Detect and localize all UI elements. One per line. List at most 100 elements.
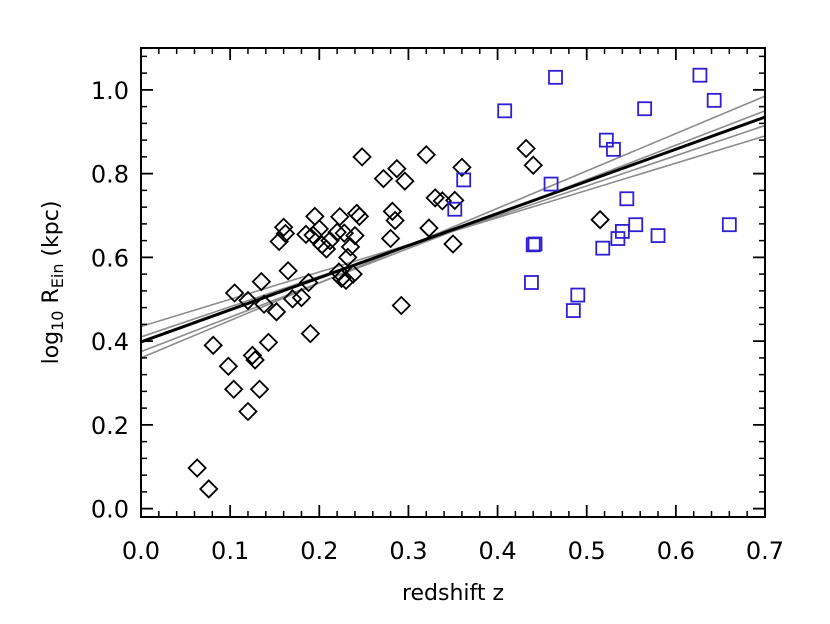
diamond-point xyxy=(343,264,363,284)
diamond-point xyxy=(320,230,340,251)
square-point xyxy=(570,287,586,303)
diamond-point xyxy=(443,234,463,254)
diamond-point xyxy=(296,224,316,245)
y-label-log: log xyxy=(39,331,64,365)
axes: 0.0 0.1 0.2 0.3 0.4 0.5 0.6 0.7 0.0 0.2 0.4 0.6 0.8 1… xyxy=(91,47,784,565)
square-point xyxy=(456,172,472,188)
x-tick-label: 0.2 xyxy=(300,537,338,565)
diamond-point xyxy=(258,332,279,353)
x-axis-label: redshift z xyxy=(402,581,504,606)
diamond-point xyxy=(300,323,321,344)
diamond-point xyxy=(349,206,370,227)
square-point xyxy=(692,67,708,83)
square-point xyxy=(637,101,653,117)
diamond-point xyxy=(282,289,303,309)
diamond-point xyxy=(416,145,437,165)
x-tick-label: 0.3 xyxy=(389,537,427,565)
square-point xyxy=(447,201,463,217)
diamond-point xyxy=(198,479,219,499)
square-point xyxy=(524,275,539,290)
diamond-point xyxy=(336,270,356,291)
x-tick-label: 0.7 xyxy=(746,537,784,565)
x-tick-label: 0.4 xyxy=(478,537,516,565)
square-point xyxy=(606,141,621,157)
diamond-point xyxy=(203,335,223,356)
diamond-point xyxy=(380,228,401,249)
data-points xyxy=(187,67,737,499)
alt-fit-line xyxy=(140,95,766,359)
square-point xyxy=(721,217,737,233)
diamond-point xyxy=(242,345,263,366)
diamond-point xyxy=(523,155,544,176)
y-tick-label: 0.4 xyxy=(91,328,129,356)
square-point xyxy=(548,69,563,85)
diamond-point xyxy=(249,379,270,400)
y-tick-label: 0.0 xyxy=(91,496,129,524)
y-tick-label: 0.6 xyxy=(91,244,129,272)
diamond-point xyxy=(395,171,415,191)
diamond-point xyxy=(218,356,239,377)
fit-lines xyxy=(140,95,766,359)
diamond-point xyxy=(452,157,472,178)
diamond-point xyxy=(269,231,289,252)
diamond-point xyxy=(346,203,367,224)
plot-frame xyxy=(140,47,766,518)
diamond-point xyxy=(245,350,265,370)
diamond-point xyxy=(387,158,407,179)
y-label-unit: (kpc) xyxy=(39,201,64,264)
diamond-point xyxy=(278,261,298,281)
x-tick-label: 0.6 xyxy=(657,537,695,565)
diamond-point xyxy=(251,271,272,292)
x-tick-label: 0.1 xyxy=(211,537,249,565)
diamond-point xyxy=(291,287,312,308)
diamond-point xyxy=(334,223,355,243)
square-point xyxy=(628,217,644,233)
diamond-point xyxy=(254,294,274,315)
square-point xyxy=(497,103,513,119)
diamond-point xyxy=(373,168,394,189)
diamond-point xyxy=(419,218,439,238)
diamond-point xyxy=(445,190,465,211)
y-label-sub-10: 10 xyxy=(48,311,67,331)
square-point xyxy=(565,303,581,318)
x-tick-label: 0.0 xyxy=(122,537,160,565)
diamond-point xyxy=(345,225,365,246)
square-point xyxy=(619,191,635,207)
diamond-point xyxy=(327,222,347,243)
square-point xyxy=(543,176,559,192)
diamond-point xyxy=(238,401,258,422)
square-point xyxy=(527,236,543,252)
y-label-r: R xyxy=(39,288,64,310)
x-tick-label: 0.5 xyxy=(568,537,606,565)
square-point xyxy=(706,92,722,108)
diamond-point xyxy=(224,283,245,303)
y-label-sub-ein: Ein xyxy=(48,264,67,289)
diamond-point xyxy=(266,302,287,322)
diamond-point xyxy=(382,201,403,222)
diamond-point xyxy=(425,188,445,208)
diamond-point xyxy=(303,225,323,245)
y-tick-label: 0.2 xyxy=(91,412,129,440)
diamond-point xyxy=(338,247,358,268)
square-point xyxy=(650,228,666,244)
alt-fit-line xyxy=(140,135,766,328)
y-axis-label: log10 REin (kpc) xyxy=(39,201,67,365)
diamond-point xyxy=(352,147,372,167)
diamond-point xyxy=(298,272,319,293)
diamond-point xyxy=(391,295,412,316)
diamond-point xyxy=(309,219,330,239)
y-tick-label: 1.0 xyxy=(91,77,129,105)
diamond-point xyxy=(238,290,258,311)
diamond-point xyxy=(223,379,244,400)
diamond-point xyxy=(187,458,207,478)
square-point xyxy=(595,240,611,256)
diamond-point xyxy=(275,223,296,244)
diamond-point xyxy=(273,217,294,237)
y-tick-label: 0.8 xyxy=(91,161,129,189)
best-fit-line xyxy=(140,115,766,344)
diamond-point xyxy=(590,209,610,230)
diamond-point xyxy=(516,138,536,159)
diamond-point xyxy=(330,206,350,227)
diamond-point xyxy=(385,210,405,231)
